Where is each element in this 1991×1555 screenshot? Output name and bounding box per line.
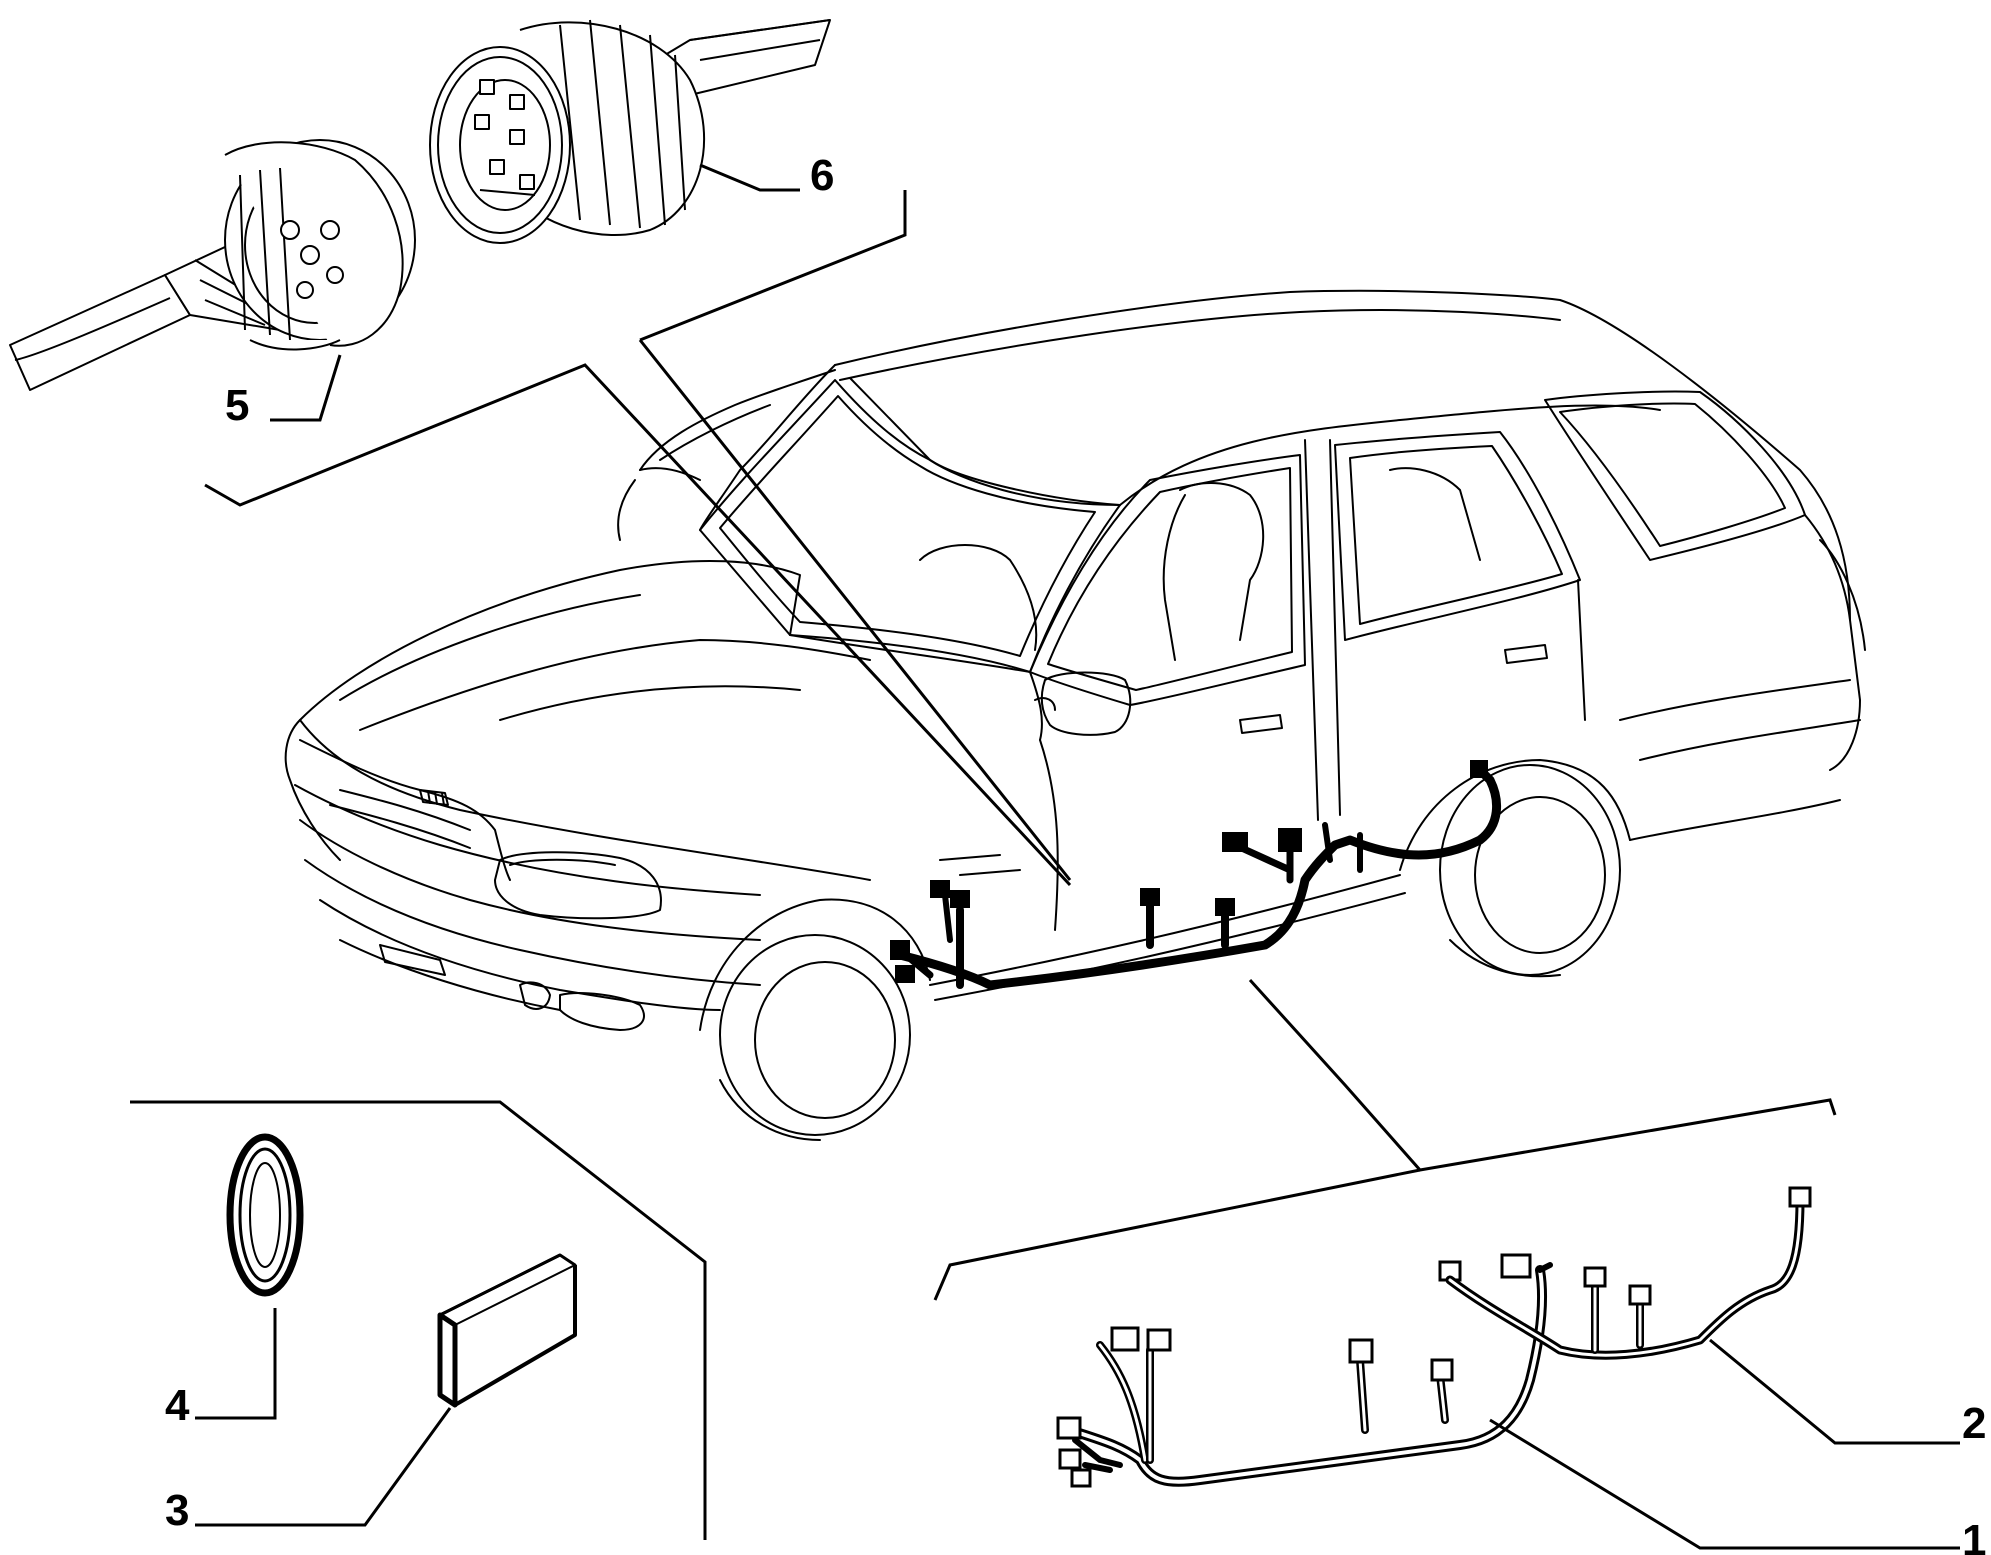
callout-4: 4 <box>165 1381 190 1430</box>
callout-3: 3 <box>165 1486 189 1535</box>
connector-part-5 <box>9 139 416 391</box>
harness-1-connectors <box>1056 1253 1532 1488</box>
callout-5: 5 <box>225 381 249 430</box>
foam-block-part-3 <box>437 1253 577 1408</box>
callout-lines <box>195 163 1960 1550</box>
callout-1: 1 <box>1962 1516 1986 1555</box>
grommet-part-4 <box>226 1133 304 1297</box>
harness-2-connectors <box>1583 1186 1812 1306</box>
installed-wiring-harness <box>890 760 1502 990</box>
station-wagon-car <box>284 289 1866 1141</box>
wiring-harness-part-1 <box>1065 1262 1553 1487</box>
wiring-harness-part-2 <box>1445 1195 1805 1360</box>
callout-2: 2 <box>1962 1399 1986 1448</box>
leader-lines <box>130 190 1837 1540</box>
callout-6: 6 <box>810 151 834 200</box>
callout-labels: 1 2 3 4 5 6 <box>165 151 1986 1555</box>
connector-part-6 <box>429 19 831 244</box>
